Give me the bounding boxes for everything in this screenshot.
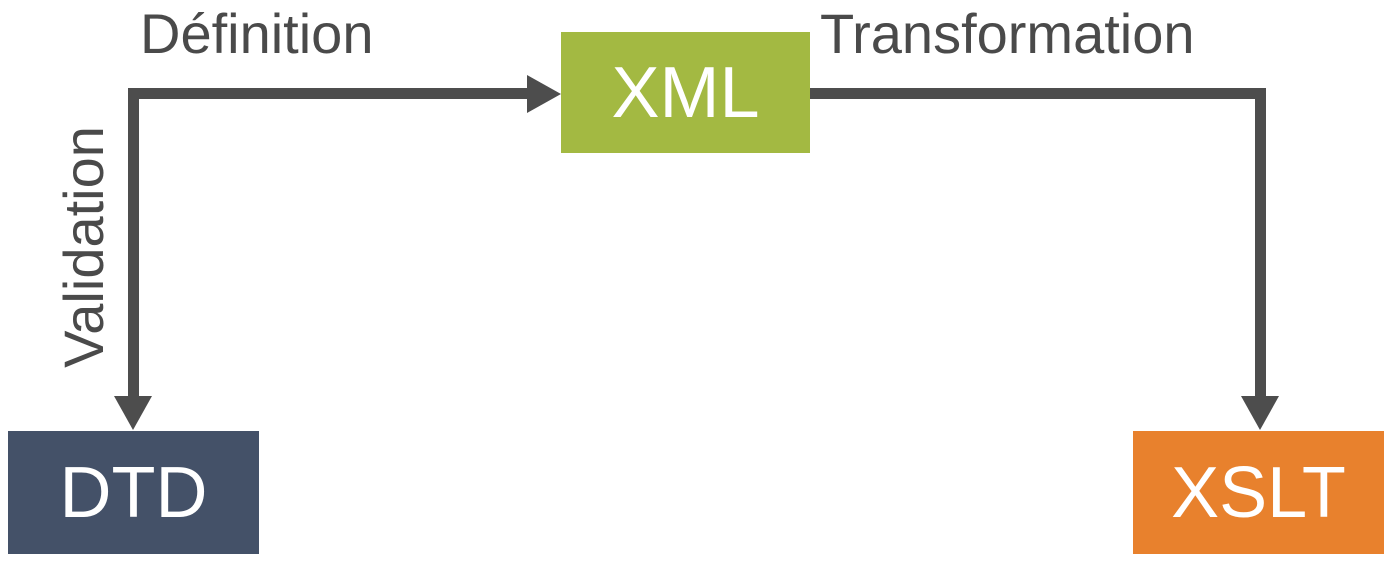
node-xslt: XSLT (1133, 431, 1384, 554)
definition-arrowhead-right-icon (527, 75, 561, 113)
node-xml: XML (561, 32, 810, 153)
edge-label-transformation: Transformation (820, 2, 1195, 65)
transformation-arrow-line-horizontal (810, 88, 1266, 99)
validation-arrow-line (128, 88, 139, 396)
definition-arrow-line (128, 88, 527, 99)
validation-arrowhead-down-icon (114, 396, 152, 430)
node-dtd: DTD (8, 431, 259, 554)
edge-label-validation: Validation (52, 126, 115, 368)
transformation-arrowhead-down-icon (1241, 396, 1279, 430)
transformation-arrow-line-vertical (1255, 88, 1266, 396)
edge-label-definition: Définition (140, 2, 374, 65)
